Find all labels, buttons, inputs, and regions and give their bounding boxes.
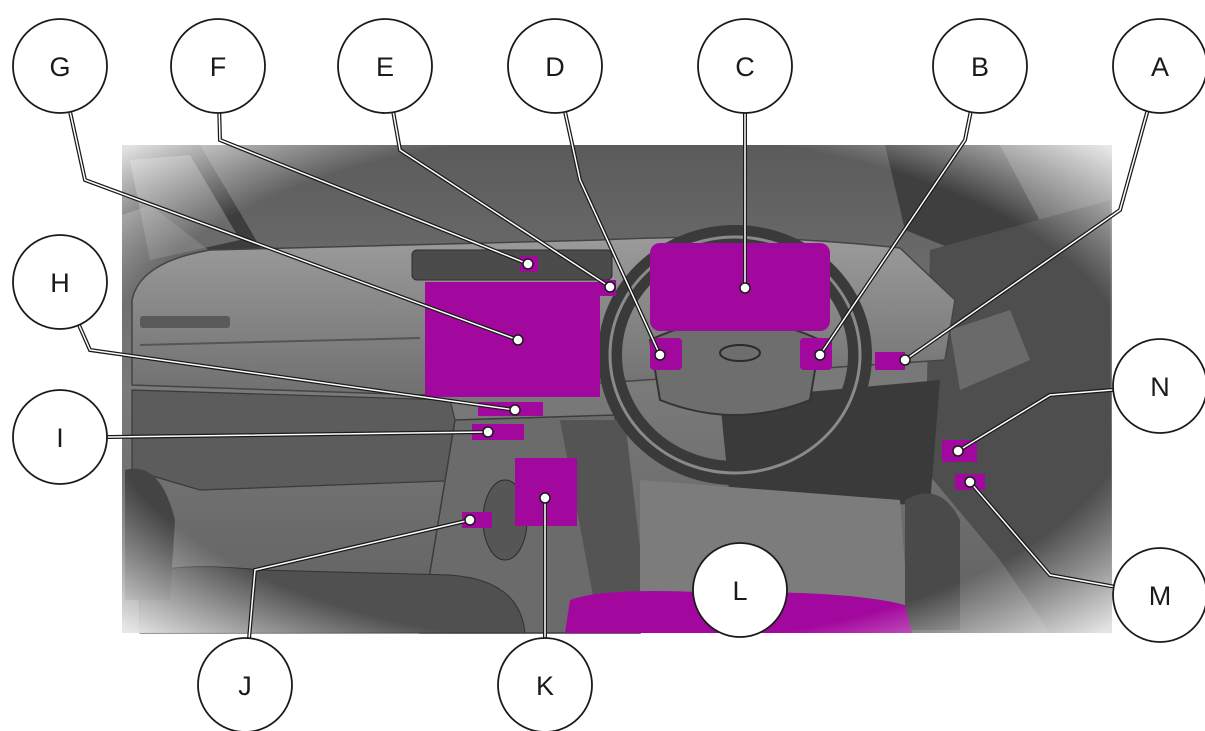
callout-label-c: C <box>735 52 755 82</box>
callout-label-a: A <box>1151 52 1169 82</box>
callout-circles: A B C D E F G H I J K L M N <box>12 18 1205 731</box>
callout-circle-a <box>1112 18 1205 114</box>
callout-label-e: E <box>376 52 394 82</box>
leader-dot-g <box>512 334 524 346</box>
vignette-overlay <box>122 145 1112 633</box>
callout-circle-h <box>12 234 108 330</box>
callout-circle-e <box>337 18 433 114</box>
callout-circle-d <box>507 18 603 114</box>
leader-dot-e <box>604 281 616 293</box>
callout-k: K <box>497 637 593 731</box>
leader-line-core-j <box>248 519 471 639</box>
callout-label-h: H <box>50 268 70 298</box>
callout-label-k: K <box>536 671 554 701</box>
callout-h: H <box>12 234 108 330</box>
callout-a: A <box>1112 18 1205 114</box>
leader-dot-a <box>899 354 911 366</box>
callout-n: N <box>1112 338 1205 434</box>
callout-circle-l <box>692 542 788 638</box>
callout-circle-k <box>497 637 593 731</box>
callout-m: M <box>1112 547 1205 643</box>
leader-dot-i <box>482 426 494 438</box>
callout-circle-j <box>197 637 293 731</box>
callout-circle-b <box>932 18 1028 114</box>
callout-l: L <box>692 542 788 638</box>
leader-dot-c <box>739 282 751 294</box>
callout-label-l: L <box>732 576 747 606</box>
callout-circle-g <box>12 18 108 114</box>
callout-b: B <box>932 18 1028 114</box>
interior-illustration <box>122 145 1112 634</box>
callout-e: E <box>337 18 433 114</box>
callout-d: D <box>507 18 603 114</box>
callout-label-d: D <box>545 52 565 82</box>
leader-dot-b <box>814 349 826 361</box>
callout-c: C <box>697 18 793 114</box>
leader-dot-f <box>522 258 534 270</box>
leader-dot-j <box>464 514 476 526</box>
callout-circle-i <box>12 389 108 485</box>
leader-line-core-b <box>819 111 972 356</box>
leader-dot-n <box>952 445 964 457</box>
callout-j: J <box>197 637 293 731</box>
callout-f: F <box>170 18 266 114</box>
leader-dot-h <box>509 404 521 416</box>
callout-label-i: I <box>56 423 64 453</box>
callout-circle-n <box>1112 338 1205 434</box>
callout-circle-f <box>170 18 266 114</box>
leader-dot-m <box>964 476 976 488</box>
leader-line-core-i <box>107 431 489 438</box>
callout-i: I <box>12 389 108 485</box>
leader-line-core-m <box>969 481 1114 588</box>
leader-line-core-e <box>392 112 611 288</box>
leader-line-core-g <box>69 111 519 341</box>
callout-label-n: N <box>1150 372 1170 402</box>
leader-dot-k <box>539 492 551 504</box>
callout-label-m: M <box>1149 581 1172 611</box>
leader-line-core-n <box>957 389 1114 452</box>
callout-label-f: F <box>210 52 227 82</box>
callout-circle-c <box>697 18 793 114</box>
callout-label-b: B <box>971 52 989 82</box>
leader-line-core-d <box>564 111 661 356</box>
leader-line-core-a <box>904 111 1149 361</box>
callout-label-j: J <box>238 671 252 701</box>
leader-line-core-h <box>78 324 516 411</box>
leader-line-core-f <box>218 112 529 265</box>
callout-label-g: G <box>49 52 70 82</box>
callout-g: G <box>12 18 108 114</box>
leader-lines <box>68 110 1150 639</box>
callout-circle-m <box>1112 547 1205 643</box>
leader-dot-d <box>654 349 666 361</box>
